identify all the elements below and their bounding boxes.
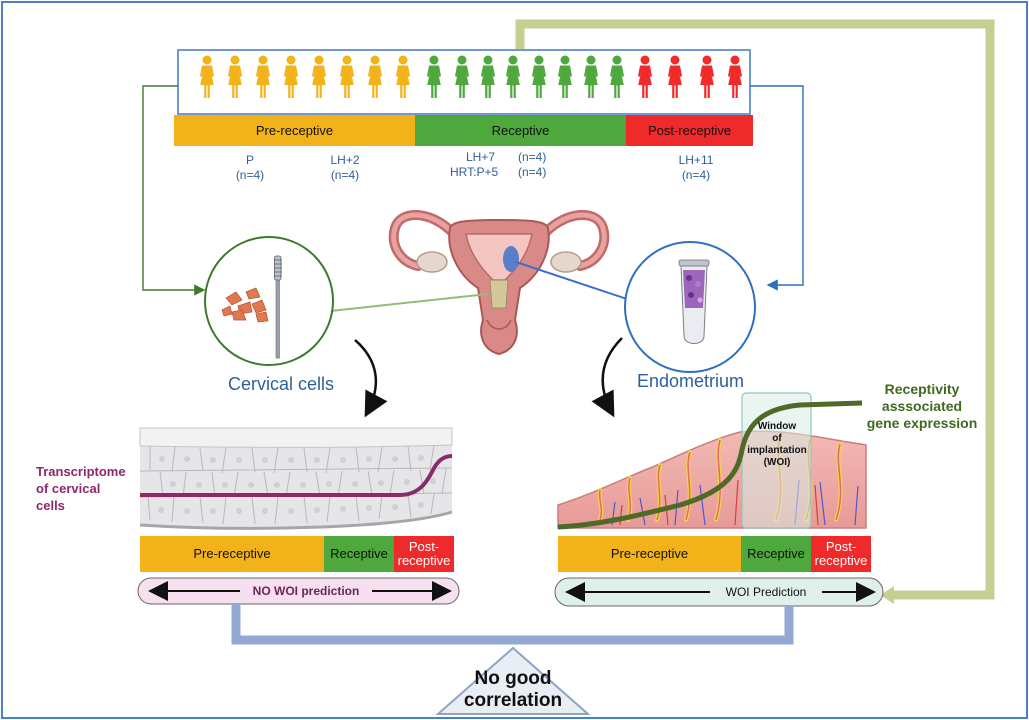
endometrium-tissue-illustration — [557, 392, 867, 530]
uterus-to-cervical-arrow — [310, 293, 489, 321]
receptivity-expression-curve — [557, 400, 863, 530]
right-prediction-pill — [554, 577, 884, 607]
top-bar-pre-label: Pre-receptive — [255, 122, 334, 138]
cervical-tissue-illustration — [139, 427, 453, 530]
right-bar-post-line1: Post- — [825, 539, 857, 554]
transcriptome-label: Transcriptome of cervical cells — [36, 463, 126, 514]
balance-fulcrum — [435, 646, 591, 715]
endometrium-connector — [750, 85, 804, 291]
left-bar-rec-label: Receptive — [330, 546, 388, 561]
top-bar-rec-label: Receptive — [491, 122, 550, 138]
right-bar-post-label: Post- receptive — [811, 536, 871, 572]
left-prediction-label: NO WOI prediction — [252, 584, 360, 598]
left-prediction-pill — [137, 577, 460, 605]
left-bar-post — [394, 536, 454, 572]
left-bar-pre — [140, 536, 324, 572]
right-bar-post-line2: receptive — [814, 553, 868, 568]
endometrium-down-arrow — [591, 337, 623, 418]
group-lh11-n: (n=4) — [681, 168, 711, 182]
conclusion-line2: correlation — [463, 690, 563, 711]
group-hrt-n: (n=4) — [518, 165, 547, 179]
right-bar-pre — [558, 536, 741, 572]
woi-label-line3: implantation — [747, 445, 807, 456]
top-bar-post — [626, 115, 753, 146]
left-bar-pre-label: Pre-receptive — [193, 546, 271, 561]
feedback-arrow-head — [880, 586, 894, 604]
transcriptome-label-line2: of cervical — [36, 481, 101, 496]
cervical-cells-cluster — [221, 287, 269, 323]
cervical-circle — [204, 236, 334, 366]
woi-window-box — [741, 392, 812, 529]
right-bar-post — [811, 536, 871, 572]
group-p-n: (n=4) — [235, 168, 265, 182]
right-bar-pre-label: Pre-receptive — [610, 546, 689, 561]
left-bar-post-line1: Post- — [408, 539, 440, 554]
cervical-brush-icon — [274, 255, 282, 359]
woi-label-line1: Window — [757, 421, 797, 432]
cervical-down-arrow — [354, 339, 388, 418]
transcriptome-label-line3: cells — [36, 498, 65, 513]
conclusion-label: No good correlation — [463, 668, 563, 712]
left-bar-post-label: Post- receptive — [394, 536, 454, 572]
receptivity-label-line1: Receptivity — [884, 381, 960, 397]
group-lh2: LH+2 — [330, 153, 360, 167]
balance-beam — [231, 604, 794, 645]
top-bar-post-label: Post-receptive — [647, 122, 732, 138]
group-lh7: LH+7 — [466, 150, 496, 164]
right-bar-rec — [741, 536, 811, 572]
receptivity-label: Receptivity asssociated gene expression — [858, 381, 986, 432]
cervical-expression-curve — [140, 454, 453, 497]
transcriptome-label-line1: Transcriptome — [36, 464, 126, 479]
cervical-cells-label: Cervical cells — [228, 374, 335, 394]
group-lh7-n: (n=4) — [518, 150, 547, 164]
receptivity-label-line2: asssociated — [881, 398, 963, 414]
right-bar-rec-label: Receptive — [747, 546, 805, 561]
group-lh2-n: (n=4) — [330, 168, 360, 182]
feedback-loop-line — [515, 19, 995, 600]
left-bar-post-line2: receptive — [397, 553, 451, 568]
conclusion-line1: No good — [474, 668, 552, 689]
group-hrt: HRT:P+5 — [450, 165, 499, 179]
woi-label: Window of implantation (WOI) — [744, 421, 810, 469]
group-p: P — [245, 153, 254, 167]
group-lh11: LH+11 — [678, 153, 714, 167]
receptivity-label-line3: gene expression — [866, 415, 978, 431]
cervical-connector — [142, 85, 206, 296]
endometrium-label: Endometrium — [637, 371, 745, 391]
top-bar-rec — [415, 115, 626, 146]
left-bar-rec — [324, 536, 394, 572]
woi-label-line4: (WOI) — [763, 457, 791, 468]
woi-label-line2: of — [772, 433, 782, 444]
right-prediction-label: WOI Prediction — [725, 585, 807, 599]
sample-tube-icon — [678, 259, 710, 344]
top-bar-pre — [174, 115, 415, 146]
uterus-illustration — [388, 210, 610, 356]
